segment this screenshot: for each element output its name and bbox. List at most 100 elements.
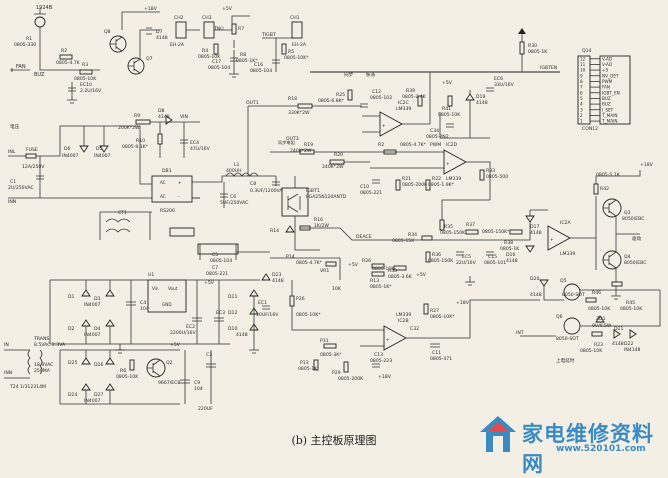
- label-r41-val: 0805-10K: [438, 112, 461, 118]
- svg-text:+: +: [446, 161, 450, 166]
- label-v18-bottom: +18V: [378, 374, 392, 380]
- label-igbt1: IGBT1: [306, 188, 320, 194]
- label-d24: D24: [68, 392, 77, 398]
- label-q6: Q6: [556, 314, 563, 320]
- schematic-page: 1924B R1 0805-330 FAN BUZ R2 0805-4.7K R…: [4, 5, 661, 476]
- label-r37: R37: [466, 222, 475, 228]
- label-r39-val: 0805-2.4K: [402, 94, 427, 100]
- connector-signal-label: T_MAIN: [601, 119, 618, 124]
- label-d-val-a: IN4007: [84, 302, 101, 308]
- label-q14: Q14: [582, 48, 592, 54]
- svg-text:+: +: [386, 337, 390, 342]
- label-r9: R9: [134, 113, 140, 119]
- connector-pin-number: 8: [580, 79, 583, 84]
- label-r30: R30: [528, 43, 537, 49]
- label-r27-val: 0805-10K*: [430, 314, 455, 320]
- connector-signal-label: V-AD: [602, 56, 612, 61]
- label-c15: C15: [488, 254, 497, 260]
- label-c1-val: 2U/250VAC: [8, 185, 34, 191]
- label-r8-val: 0805-1K*: [236, 58, 258, 64]
- label-r10: R10: [136, 138, 145, 144]
- label-zd1: ZD1: [596, 316, 606, 322]
- label-d21-val: 4148: [612, 341, 624, 347]
- label-c17: C17: [212, 59, 221, 65]
- label-r18-val: 330K*2W: [288, 110, 310, 116]
- label-r22-val: 0805-1.9K*: [428, 182, 455, 188]
- label-d25: D25: [68, 360, 77, 366]
- label-r23: R23: [594, 342, 603, 348]
- label-d20-val: 4148: [530, 292, 542, 298]
- label-inn-b: INN: [4, 370, 12, 376]
- label-c8-val: 0.3UF/1200VAC: [250, 188, 286, 194]
- label-r26: R26: [362, 258, 371, 264]
- label-q2-val: 9667/ECB: [158, 380, 181, 386]
- label-sec-val2: 250MA: [34, 368, 51, 374]
- label-r1-val: 0805-330: [14, 42, 36, 48]
- label-d-val-b: IN4007: [84, 332, 101, 338]
- label-p29: P29: [332, 370, 341, 376]
- label-c17-val: 0805-104: [208, 65, 230, 71]
- label-d1: D1: [68, 294, 75, 300]
- connector-pin-number: 2: [580, 113, 583, 118]
- label-r10-val: 0805-9.1K*: [122, 144, 149, 150]
- connector-pin-number: 9: [580, 73, 583, 78]
- feedback-chain: R18 330K*2W R19 240K*2W R20 240K*2W R25 …: [270, 71, 392, 170]
- label-c9: C9: [194, 380, 200, 386]
- label-tnu: TNU: [213, 26, 224, 32]
- label-ec5-val: 22U/16V: [456, 260, 477, 266]
- label-p13-val: 0805-1K: [298, 366, 318, 372]
- label-ec6: EC6: [494, 76, 503, 82]
- label-drive: 驱动: [632, 235, 642, 242]
- label-c9-val: 104: [194, 386, 203, 392]
- label-ec1-val: 10UF/16V: [256, 312, 279, 318]
- label-p31-val: 0805-3K*: [320, 352, 342, 358]
- label-v5-a: +5V: [222, 6, 233, 12]
- label-ec4: EC4: [190, 140, 199, 146]
- connector-pin-number: 5: [580, 96, 583, 101]
- label-p29-val: 0805-200K: [338, 376, 364, 382]
- label-d3: D3: [94, 296, 101, 302]
- label-d21: D21: [614, 326, 623, 332]
- label-d22: D22: [624, 341, 633, 347]
- connector-signal-label: I_SET: [602, 107, 614, 112]
- label-q4-val: 8050/EBC: [624, 260, 646, 266]
- label-ec10-val: 2.2U/16V: [80, 88, 102, 94]
- label-r3-val: 0805-10K: [74, 76, 97, 82]
- label-v18-right: +18V: [640, 162, 654, 168]
- label-r2b: R2: [378, 142, 384, 148]
- ground-symbols: [67, 70, 621, 354]
- label-ic2a-val: LM339: [560, 251, 575, 257]
- label-c7-val: 0805-221: [206, 271, 228, 277]
- label-r36-val: 0805-150K: [428, 258, 454, 264]
- connector-pin-number: 10: [580, 68, 586, 73]
- label-r37-val: 0805-150K*: [482, 229, 510, 235]
- svg-text:同步电阻: 同步电阻: [278, 139, 296, 146]
- label-sync: 振荡: [366, 71, 376, 78]
- label-igbt1-val: FGA25N120ANTD: [306, 194, 347, 200]
- label-d16-val: 4148: [506, 258, 518, 264]
- label-r45-val: 0805-10K: [620, 306, 643, 312]
- label-ch2-conn: EH-2A: [170, 42, 185, 48]
- label-in-a: IN: [4, 342, 9, 348]
- label-d23: D23: [272, 272, 281, 278]
- label-r27: R27: [430, 308, 439, 314]
- label-r26-val: 0805-10K*: [372, 266, 397, 272]
- label-d22-val: IN4148: [624, 347, 641, 353]
- label-r4-val: 0805-10K: [198, 54, 221, 60]
- label-c16: C16: [254, 62, 263, 68]
- label-r41: R41: [442, 106, 451, 112]
- label-int: INT: [516, 330, 524, 336]
- svg-text:+: +: [382, 123, 386, 128]
- label-t24: T24: [9, 384, 19, 390]
- label-v18-ic2b: +18V: [456, 300, 470, 306]
- label-d-val-c: IN4007: [84, 398, 101, 404]
- label-c4-val: 104: [140, 306, 149, 312]
- label-r35: R35: [444, 224, 453, 230]
- label-d16: D16: [506, 252, 515, 258]
- label-c5-val: 0805-104: [210, 258, 232, 264]
- label-r5-val: 0805-10K*: [284, 55, 309, 61]
- watermark-text: 家电维修资料网: [522, 422, 654, 476]
- label-reset: 同步: [344, 72, 354, 78]
- label-r1: R1: [26, 36, 32, 42]
- label-c34-val: 0805-2N2: [426, 134, 449, 140]
